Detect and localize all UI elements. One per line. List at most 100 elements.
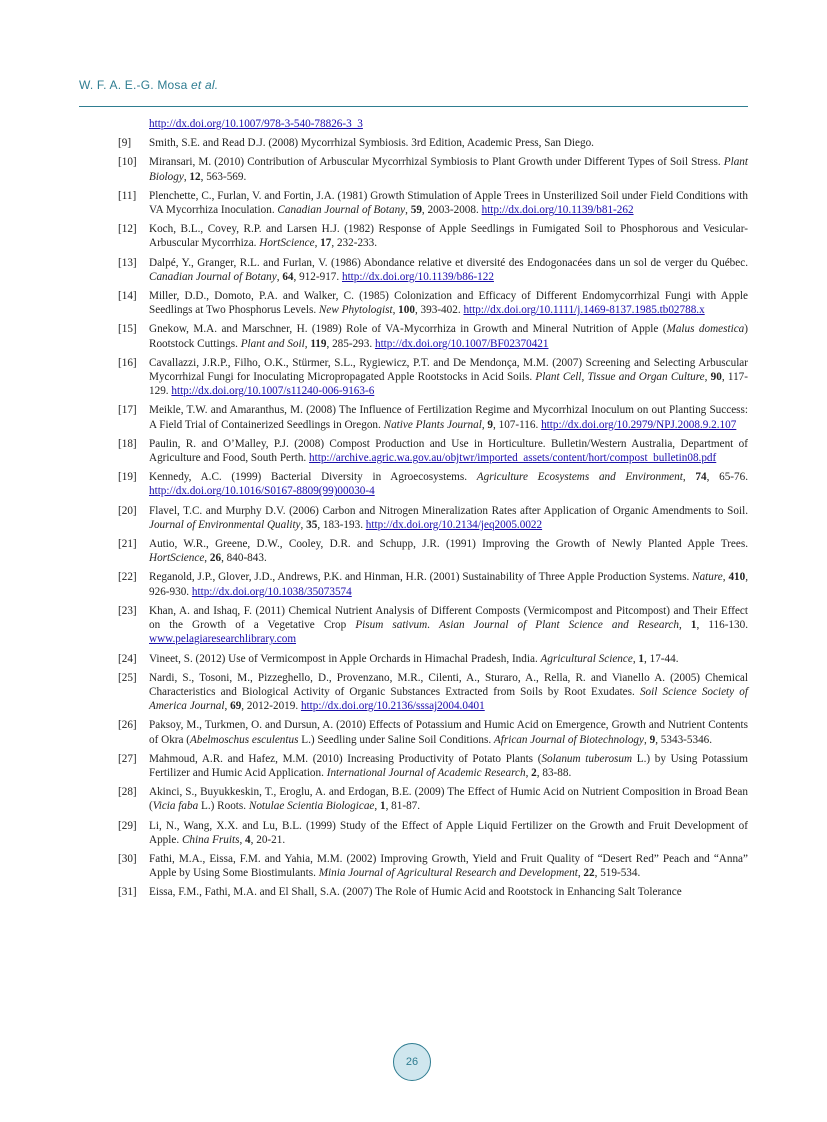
- reference-entry: [11]Plenchette, C., Furlan, V. and Forti…: [118, 189, 748, 217]
- reference-segment: , 840-843.: [221, 552, 267, 565]
- reference-volume: 119: [310, 337, 327, 350]
- reference-segment: ) Rootstock Cuttings.: [149, 323, 748, 350]
- header-etal: et al.: [191, 78, 219, 92]
- header-divider: [79, 106, 748, 107]
- reference-number: [14]: [118, 290, 137, 303]
- reference-link[interactable]: http://archive.agric.wa.gov.au/objtwr/im…: [309, 452, 717, 465]
- reference-volume: 9: [649, 733, 656, 746]
- reference-text: Fathi, M.A., Eissa, F.M. and Yahia, M.M.…: [149, 852, 748, 880]
- reference-segment: ,: [577, 867, 584, 880]
- reference-number: [25]: [118, 671, 137, 684]
- reference-segment: Mahmoud, A.R. and Hafez, M.M. (2010) Inc…: [149, 752, 542, 765]
- reference-entry: [31] Eissa, F.M., Fathi, M.A. and El Shal…: [118, 885, 748, 899]
- reference-entry: [30] Fathi, M.A., Eissa, F.M. and Yahia, …: [118, 852, 748, 880]
- reference-text: Akinci, S., Buyukkeskin, T., Eroglu, A. …: [149, 785, 748, 813]
- reference-link[interactable]: http://dx.doi.org/10.1016/S0167-8809(99)…: [149, 485, 375, 498]
- reference-link[interactable]: http://dx.doi.org/10.1139/b81-262: [481, 204, 634, 217]
- reference-entry: [20] Flavel, T.C. and Murphy D.V. (2006) …: [118, 504, 748, 532]
- reference-entry: [13]Dalpé, Y., Granger, R.L. and Furlan,…: [118, 256, 748, 284]
- reference-segment: ,: [304, 337, 311, 350]
- reference-segment: Gnekow, M.A. and Marschner, H. (1989) Ro…: [149, 323, 667, 336]
- reference-entry: [22] Reganold, J.P., Glover, J.D., Andrew…: [118, 570, 748, 598]
- reference-segment: Kennedy, A.C. (1999) Bacterial Diversity…: [149, 471, 477, 484]
- reference-segment: ,: [644, 733, 650, 746]
- reference-number: [31]: [118, 886, 137, 899]
- reference-volume: 35: [306, 518, 318, 531]
- reference-link[interactable]: http://dx.doi.org/10.2136/sssaj2004.0401: [300, 700, 485, 713]
- reference-segment: , 2012-2019.: [241, 700, 301, 713]
- reference-segment: .: [427, 619, 440, 632]
- reference-text: Miransari, M. (2010) Contribution of Arb…: [149, 155, 748, 183]
- reference-entry: [15]Gnekow, M.A. and Marschner, H. (1989…: [118, 322, 748, 350]
- continued-reference-link[interactable]: http://dx.doi.org/10.1007/978-3-540-7882…: [149, 118, 363, 130]
- reference-text: Cavallazzi, J.R.P., Filho, O.K., Stürmer…: [149, 356, 748, 399]
- reference-entry: [23]Khan, A. and Ishaq, F. (2011) Chemic…: [118, 604, 748, 647]
- reference-entry: [12]Koch, B.L., Covey, R.P. and Larsen H…: [118, 222, 748, 250]
- reference-volume: 17: [320, 237, 332, 250]
- reference-number: [30]: [118, 852, 137, 865]
- reference-italic: Abelmoschus esculentus: [190, 733, 299, 746]
- reference-text: Nardi, S., Tosoni, M., Pizzeghello, D., …: [149, 671, 748, 714]
- reference-volume: 22: [583, 867, 595, 880]
- reference-volume: 100: [398, 304, 415, 317]
- reference-segment: L.) Seedling under Saline Soil Condition…: [298, 733, 494, 746]
- reference-segment: ,: [276, 270, 283, 283]
- reference-number: [20]: [118, 504, 137, 517]
- reference-link[interactable]: http://dx.doi.org/10.1111/j.1469-8137.19…: [463, 304, 705, 317]
- reference-number: [29]: [118, 819, 137, 832]
- reference-volume: 1: [690, 619, 697, 632]
- reference-segment: ,: [374, 800, 380, 813]
- reference-link[interactable]: http://dx.doi.org/10.1007/s11240-006-916…: [171, 385, 375, 398]
- reference-italic: Solanum tuberosum: [541, 752, 633, 765]
- reference-italic: Journal of Environmental Quality: [149, 518, 301, 531]
- reference-segment: Meikle, T.W. and Amaranthus, M. (2008) T…: [149, 404, 748, 431]
- running-header: W. F. A. E.-G. Mosa et al.: [79, 78, 218, 92]
- reference-entry: [14]Miller, D.D., Domoto, P.A. and Walke…: [118, 289, 748, 317]
- reference-segment: Vineet, S. (2012) Use of Vermicompost in…: [149, 652, 541, 665]
- reference-entry: [19]Kennedy, A.C. (1999) Bacterial Diver…: [118, 470, 748, 498]
- reference-italic: Plant Biology: [149, 156, 748, 183]
- reference-number: [21]: [118, 538, 137, 551]
- reference-text: Vineet, S. (2012) Use of Vermicompost in…: [149, 652, 748, 666]
- reference-link[interactable]: www.pelagiaresearchlibrary.com: [149, 633, 297, 646]
- reference-segment: ,: [392, 304, 399, 317]
- reference-italic: Agricultural Science: [540, 652, 633, 665]
- reference-segment: Paulin, R. and O’Malley, P.J. (2008) Com…: [149, 437, 748, 465]
- reference-link[interactable]: http://dx.doi.org/10.2979/NPJ.2008.9.2.1…: [541, 418, 737, 431]
- reference-number: [24]: [118, 652, 137, 665]
- reference-segment: ,: [525, 766, 532, 779]
- reference-italic: Canadian Journal of Botany: [277, 204, 406, 217]
- reference-text: Flavel, T.C. and Murphy D.V. (2006) Carb…: [149, 504, 748, 532]
- reference-segment: Reganold, J.P., Glover, J.D., Andrews, P…: [149, 571, 693, 584]
- reference-number: [10]: [118, 156, 137, 169]
- reference-segment: Fathi, M.A., Eissa, F.M. and Yahia, M.M.…: [149, 852, 748, 880]
- reference-link[interactable]: http://dx.doi.org/10.2134/jeq2005.0022: [365, 518, 543, 531]
- reference-volume: 90: [710, 371, 722, 384]
- reference-number: [23]: [118, 604, 137, 617]
- reference-segment: ,: [314, 237, 321, 250]
- reference-italic: Malus domestica: [666, 323, 745, 336]
- reference-segment: ,: [632, 652, 639, 665]
- reference-text: Gnekow, M.A. and Marschner, H. (1989) Ro…: [149, 322, 748, 350]
- reference-entry: [24] Vineet, S. (2012) Use of Vermicompos…: [118, 652, 748, 666]
- reference-segment: Autio, W.R., Greene, D.W., Cooley, D.R. …: [149, 538, 748, 551]
- reference-number: [22]: [118, 571, 137, 584]
- continued-reference-link-line: http://dx.doi.org/10.1007/978-3-540-7882…: [118, 117, 748, 131]
- reference-link[interactable]: http://dx.doi.org/10.1007/BF02370421: [374, 337, 549, 350]
- reference-number: [13]: [118, 256, 137, 269]
- reference-segment: ,: [678, 619, 691, 632]
- reference-italic: Plant Cell, Tissue and Organ Culture: [535, 371, 705, 384]
- reference-italic: Agriculture Ecosystems and Environment: [476, 471, 683, 484]
- reference-entry: [27]Mahmoud, A.R. and Hafez, M.M. (2010)…: [118, 752, 748, 780]
- reference-text: Smith, S.E. and Read D.J. (2008) Mycorrh…: [149, 136, 748, 150]
- reference-link[interactable]: http://dx.doi.org/10.1038/35073574: [191, 585, 352, 598]
- reference-number: [26]: [118, 719, 137, 732]
- reference-link[interactable]: http://dx.doi.org/10.1139/b86-122: [341, 270, 494, 283]
- reference-text: Eissa, F.M., Fathi, M.A. and El Shall, S…: [149, 885, 748, 899]
- reference-segment: , 2003-2008.: [421, 204, 482, 217]
- reference-segment: Smith, S.E. and Read D.J. (2008) Mycorrh…: [149, 137, 594, 150]
- page-number: 26: [405, 1056, 419, 1068]
- reference-segment: , 183-193.: [317, 518, 366, 531]
- reference-italic: Nature: [692, 571, 723, 584]
- reference-segment: Paksoy, M., Turkmen, O. and Dursun, A. (…: [149, 719, 748, 746]
